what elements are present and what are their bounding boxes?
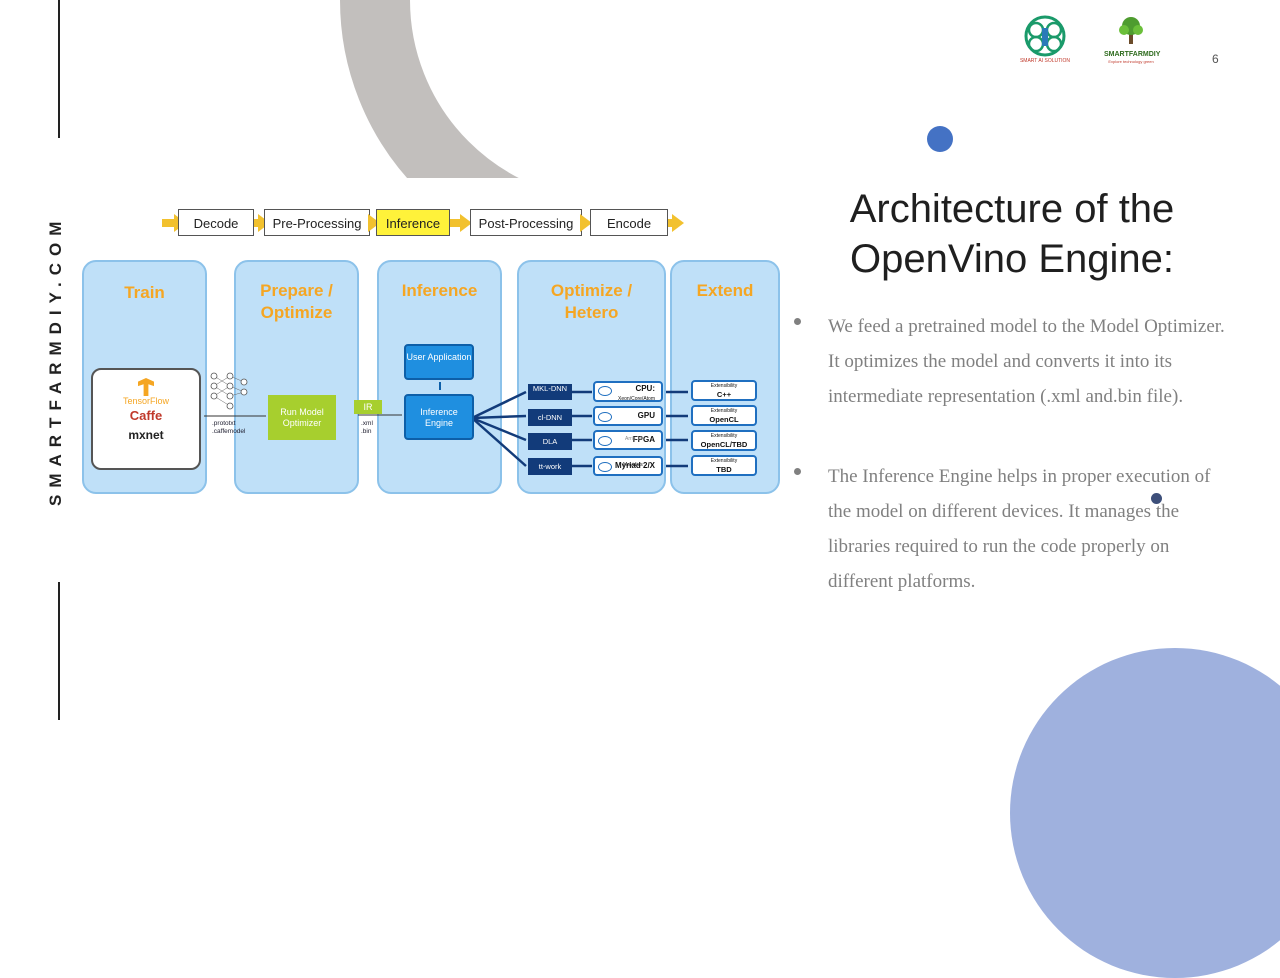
device-gpu-label: GPU bbox=[637, 411, 655, 420]
intel-icon bbox=[598, 462, 612, 472]
user-application-box: User Application bbox=[404, 344, 474, 380]
pipeline-step-highlighted: Inference bbox=[376, 209, 450, 236]
model-files-label: .prototxt .caffemodel bbox=[212, 420, 246, 435]
intel-icon bbox=[598, 412, 612, 422]
stage-optimize-hetero: Optimize / Hetero bbox=[517, 260, 666, 494]
device-gpu: GPU bbox=[593, 406, 663, 426]
framework-caffe: Caffe bbox=[129, 408, 163, 423]
vertical-divider-bottom bbox=[58, 582, 60, 720]
device-fpga-sub: Arria 10 bbox=[625, 436, 643, 442]
intel-icon bbox=[598, 436, 612, 446]
accent-dot bbox=[927, 126, 953, 152]
device-cpu: CPU: Xeon/Core/Atom bbox=[593, 381, 663, 402]
slide-title-line2: OpenVino Engine: bbox=[850, 237, 1174, 281]
device-fpga-label: FPGA bbox=[632, 435, 655, 444]
smartfarmdiy-logo-tagline: Explore technology green bbox=[1108, 59, 1154, 64]
device-cpu-label: CPU: bbox=[635, 384, 655, 393]
diagram-connectors bbox=[204, 372, 688, 468]
slide-title-line1: Architecture of the bbox=[849, 187, 1175, 231]
arrow-icon bbox=[460, 214, 472, 232]
bullet-icon bbox=[794, 468, 801, 475]
device-myriad: Movidius Myriad 2/X bbox=[593, 456, 663, 476]
smartfarmdiy-logo-text: SMARTFARMDIY bbox=[1104, 51, 1161, 58]
device-cpu-sub: Xeon/Core/Atom bbox=[618, 396, 655, 402]
page-number: 6 bbox=[1212, 52, 1219, 66]
device-myriad-sub: Movidius bbox=[623, 462, 643, 468]
plugin-tt-work: tt-work bbox=[528, 458, 572, 475]
plugin-mkl-dnn: MKL-DNN bbox=[528, 384, 572, 400]
framework-tensorflow: TensorFlow bbox=[122, 396, 169, 406]
pipeline-step: Post-Processing bbox=[470, 209, 582, 236]
bullet-icon bbox=[794, 318, 801, 325]
pipeline-step: Pre-Processing bbox=[264, 209, 370, 236]
arrow-icon bbox=[672, 214, 684, 232]
intel-icon bbox=[598, 386, 612, 396]
run-model-optimizer-box: Run Model Optimizer bbox=[268, 395, 336, 440]
pipeline-step: Decode bbox=[178, 209, 254, 236]
tensorflow-icon bbox=[138, 378, 154, 396]
smart-ai-logo-text: SMART AI SOLUTION bbox=[1019, 58, 1071, 64]
plugin-cl-dnn: cl-DNN bbox=[528, 409, 572, 426]
vertical-divider-top bbox=[58, 0, 60, 138]
slide-title: Architecture of the OpenVino Engine: bbox=[812, 184, 1212, 284]
small-dot bbox=[1151, 493, 1162, 504]
framework-box: TensorFlow Caffe mxnet bbox=[91, 368, 201, 470]
smartfarmdiy-logo: SMARTFARMDIY Explore technology green bbox=[1104, 16, 1161, 68]
website-vertical-text: SMARTFARMDIY.COM bbox=[46, 214, 65, 506]
arrow-icon bbox=[580, 214, 592, 232]
device-myriad-label: Myriad 2/X bbox=[614, 461, 655, 470]
device-fpga: Arria 10 FPGA bbox=[593, 430, 663, 450]
stage-prepare-optimize: Prepare / Optimize bbox=[234, 260, 359, 494]
pipeline-step: Encode bbox=[590, 209, 668, 236]
inference-engine-box: Inference Engine bbox=[404, 394, 474, 440]
smart-ai-logo: SMART AI SOLUTION bbox=[1016, 14, 1074, 66]
blue-circle-decoration bbox=[1010, 648, 1280, 978]
framework-mxnet: mxnet bbox=[128, 428, 164, 442]
bullet-text-1: We feed a pretrained model to the Model … bbox=[828, 316, 1225, 407]
plugin-dla: DLA bbox=[528, 433, 572, 450]
bullet-text-2: The Inference Engine helps in proper exe… bbox=[828, 466, 1211, 592]
ir-label-box: IR bbox=[354, 400, 382, 414]
ir-files-label: .xml .bin bbox=[361, 420, 373, 435]
